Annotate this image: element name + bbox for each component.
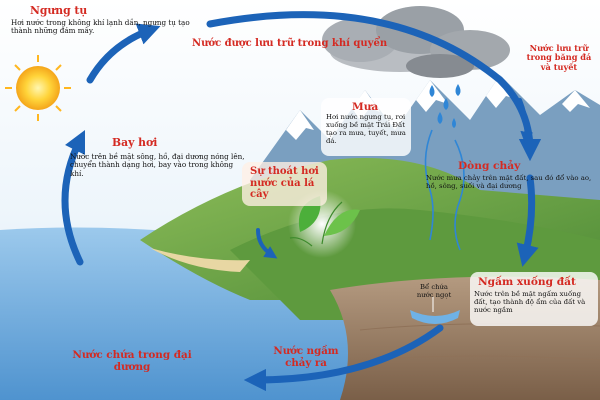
groundwater-flow-title: Nước ngầm chảy ra — [273, 345, 339, 369]
condensation-desc: Hơi nước trong không khí lạnh dần, ngưng… — [11, 18, 190, 36]
runoff-streams — [424, 129, 465, 251]
infiltration-box — [470, 272, 598, 326]
atmosphere-storage-title: Nước được lưu trữ trong khí quyển — [192, 38, 388, 49]
ice-storage-title: Nước lưu trữ trong băng đá và tuyết — [526, 43, 592, 72]
small-arrows — [256, 98, 534, 259]
raindrop-icon — [429, 84, 461, 128]
runoff-desc: Nước mưa chảy trên mặt đất, sau đó đổ và… — [426, 174, 592, 190]
precipitation-box — [321, 98, 411, 156]
transpiration-title: Sự thoát hơi nước của lá cây — [250, 166, 319, 200]
precipitation-desc: Hơi nước ngưng tụ, rơi xuống bề mặt Trái… — [326, 113, 406, 145]
transpiration-box — [242, 162, 327, 206]
reservoir-water — [410, 310, 460, 324]
condensation-title: Ngưng tụ — [30, 4, 88, 17]
freshwater-reservoir-label: Bể chứa nước ngọt — [416, 283, 452, 299]
sun-icon — [5, 55, 71, 121]
evaporation-title: Bay hơi — [112, 136, 158, 149]
infiltration-desc: Nước trên bề mặt ngấm xuống đất, tạo thà… — [474, 290, 586, 314]
infiltration-title: Ngấm xuống đất — [478, 276, 576, 288]
ocean-storage-title: Nước chứa trong đại dương — [72, 349, 192, 373]
runoff-title: Dòng chảy — [458, 160, 521, 172]
evaporation-desc: Nước trên bề mặt sông, hồ, đại dương nón… — [70, 152, 245, 178]
precipitation-title: Mưa — [352, 101, 379, 113]
